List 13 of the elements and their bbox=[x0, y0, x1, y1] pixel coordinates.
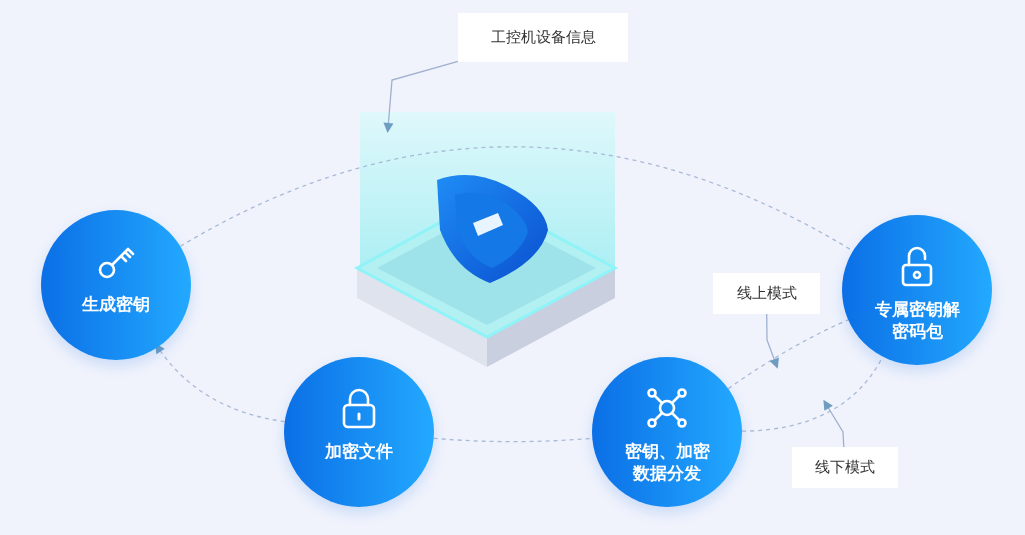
leader-line bbox=[383, 60, 459, 133]
callout-box: 工控机设备信息 bbox=[458, 13, 628, 62]
dashed-arrow bbox=[154, 343, 286, 423]
dashed-connector bbox=[433, 437, 593, 443]
step-label: 生成密钥 bbox=[82, 293, 150, 315]
leader-line bbox=[766, 313, 779, 369]
step-label: 专属密钥解密码包 bbox=[873, 298, 961, 342]
callout-box: 线上模式 bbox=[713, 273, 820, 314]
callout-box: 线下模式 bbox=[792, 447, 898, 488]
step-label: 加密文件 bbox=[325, 440, 393, 462]
dashed-connector bbox=[727, 319, 849, 390]
leader-line bbox=[823, 399, 845, 448]
step-label: 密钥、加密数据分发 bbox=[623, 440, 711, 484]
